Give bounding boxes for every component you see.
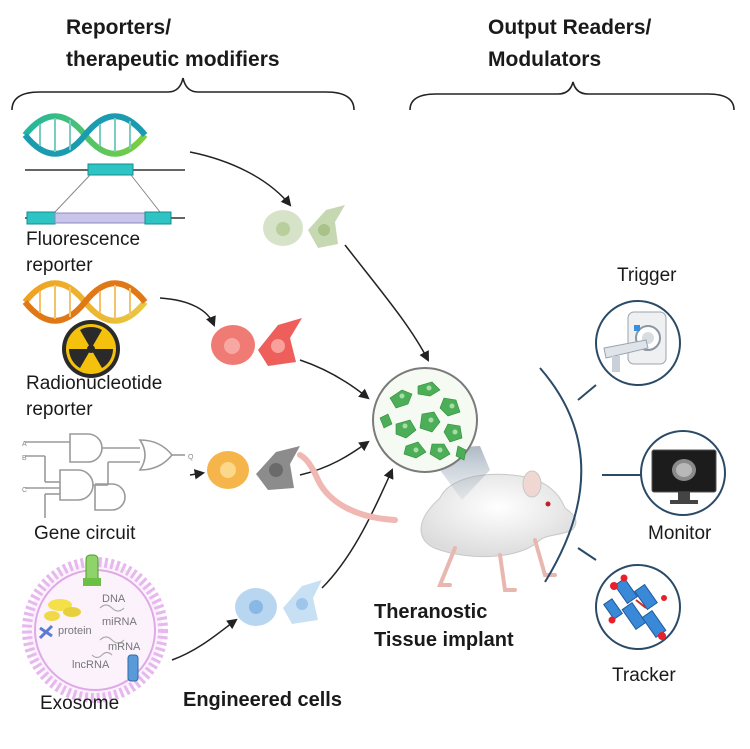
exosome-mirna-label: miRNA [102, 616, 137, 628]
tracker-label: Tracker [612, 665, 676, 686]
exosome-icon [22, 554, 168, 703]
left-heading-line2: therapeutic modifiers [66, 48, 280, 71]
mouse-icon [297, 452, 577, 592]
right-heading-line1: Output Readers/ [488, 16, 652, 39]
exosome-protein-label: protein [58, 625, 92, 637]
red-cells-icon [211, 318, 302, 366]
right-brace [409, 81, 735, 111]
svg-text:C: C [22, 487, 27, 494]
monitor-icon [640, 430, 726, 516]
green-cells-icon [263, 205, 345, 248]
gene-circuit-label: Gene circuit [34, 523, 136, 544]
mri-scanner-icon [595, 300, 681, 386]
exosome-lncrna-label: lncRNA [72, 659, 110, 671]
orange-grey-cells-icon [207, 446, 300, 490]
fluorescence-label-line1: Fluorescence [26, 229, 141, 250]
antibody-tracker-icon [595, 564, 681, 650]
radionucleotide-label-line1: Radionucleotide [26, 373, 163, 394]
logic-circuit-icon [25, 433, 185, 518]
radionucleotide-label-line2: reporter [26, 399, 93, 420]
engineered-cells-label: Engineered cells [183, 689, 342, 711]
left-heading-line1: Reporters/ [66, 16, 172, 39]
exosome-mrna-label: mRNA [108, 641, 141, 653]
implant-label-line2: Tissue implant [374, 629, 514, 651]
right-heading-line2: Modulators [488, 48, 602, 71]
radiation-icon [62, 320, 120, 378]
svg-text:B: B [22, 455, 27, 462]
svg-text:Q: Q [188, 454, 194, 461]
fluorescence-label-line2: reporter [26, 255, 93, 276]
exosome-dna-label: DNA [102, 593, 126, 605]
radionucleotide-dna-icon [22, 280, 148, 324]
svg-text:A: A [22, 441, 27, 448]
output-arc [539, 367, 583, 583]
monitor-label: Monitor [648, 523, 712, 544]
implant-label-line1: Theranostic [374, 601, 488, 623]
blue-cells-icon [235, 580, 322, 626]
tissue-implant-icon [372, 367, 478, 473]
exosome-label: Exosome [40, 693, 120, 714]
trigger-label: Trigger [617, 265, 677, 286]
fluorescence-dna-icon [22, 113, 185, 225]
left-brace [11, 77, 355, 111]
